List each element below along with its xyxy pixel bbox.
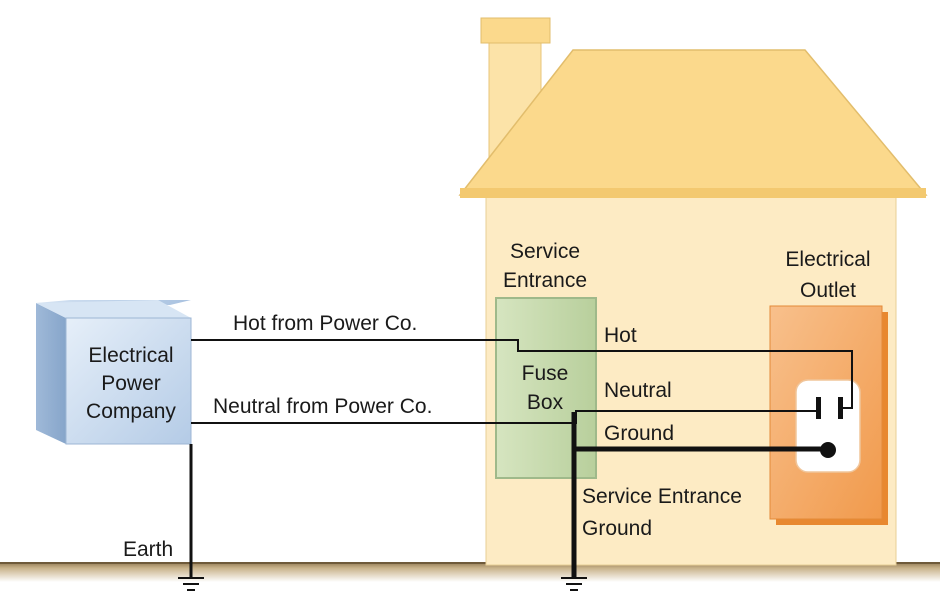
fuse-box-label-line2: Box xyxy=(527,391,564,414)
service-entrance-ground-label-line1: Service Entrance xyxy=(582,485,742,508)
earth-label: Earth xyxy=(123,538,173,561)
electrical-outlet xyxy=(769,305,888,525)
chimney-cap xyxy=(480,17,551,44)
power-company-label-line1: Electrical xyxy=(88,344,173,367)
outlet-face xyxy=(795,379,861,473)
ground-strip xyxy=(0,562,940,582)
power-box-side xyxy=(36,303,66,444)
power-company-label-line2: Power xyxy=(101,372,161,395)
power-company-label-line3: Company xyxy=(86,400,176,423)
service-entrance-label-line2: Entrance xyxy=(503,269,587,292)
power-box-top-face xyxy=(36,300,191,318)
electrical-outlet-label-line2: Outlet xyxy=(800,279,856,302)
neutral-label: Neutral xyxy=(604,379,672,402)
hot-from-power-label: Hot from Power Co. xyxy=(233,312,417,335)
hot-label: Hot xyxy=(604,324,637,347)
earth-ground-symbol xyxy=(178,577,204,591)
power-company-box xyxy=(36,300,192,445)
outlet-slot-right xyxy=(838,397,843,419)
roof-eave xyxy=(460,188,926,198)
outlet-slot-left xyxy=(816,397,821,419)
service-ground-symbol xyxy=(561,577,587,591)
neutral-from-power-label: Neutral from Power Co. xyxy=(213,395,432,418)
ground-label: Ground xyxy=(604,422,674,445)
hot-wire xyxy=(191,339,853,409)
service-entrance-ground-label-line2: Ground xyxy=(582,517,652,540)
power-box-front xyxy=(65,317,192,445)
service-entrance-label-line1: Service xyxy=(510,240,580,263)
wires xyxy=(189,339,853,578)
fuse-box-label-line1: Fuse xyxy=(522,362,569,385)
electrical-outlet-label-line1: Electrical xyxy=(785,248,870,271)
